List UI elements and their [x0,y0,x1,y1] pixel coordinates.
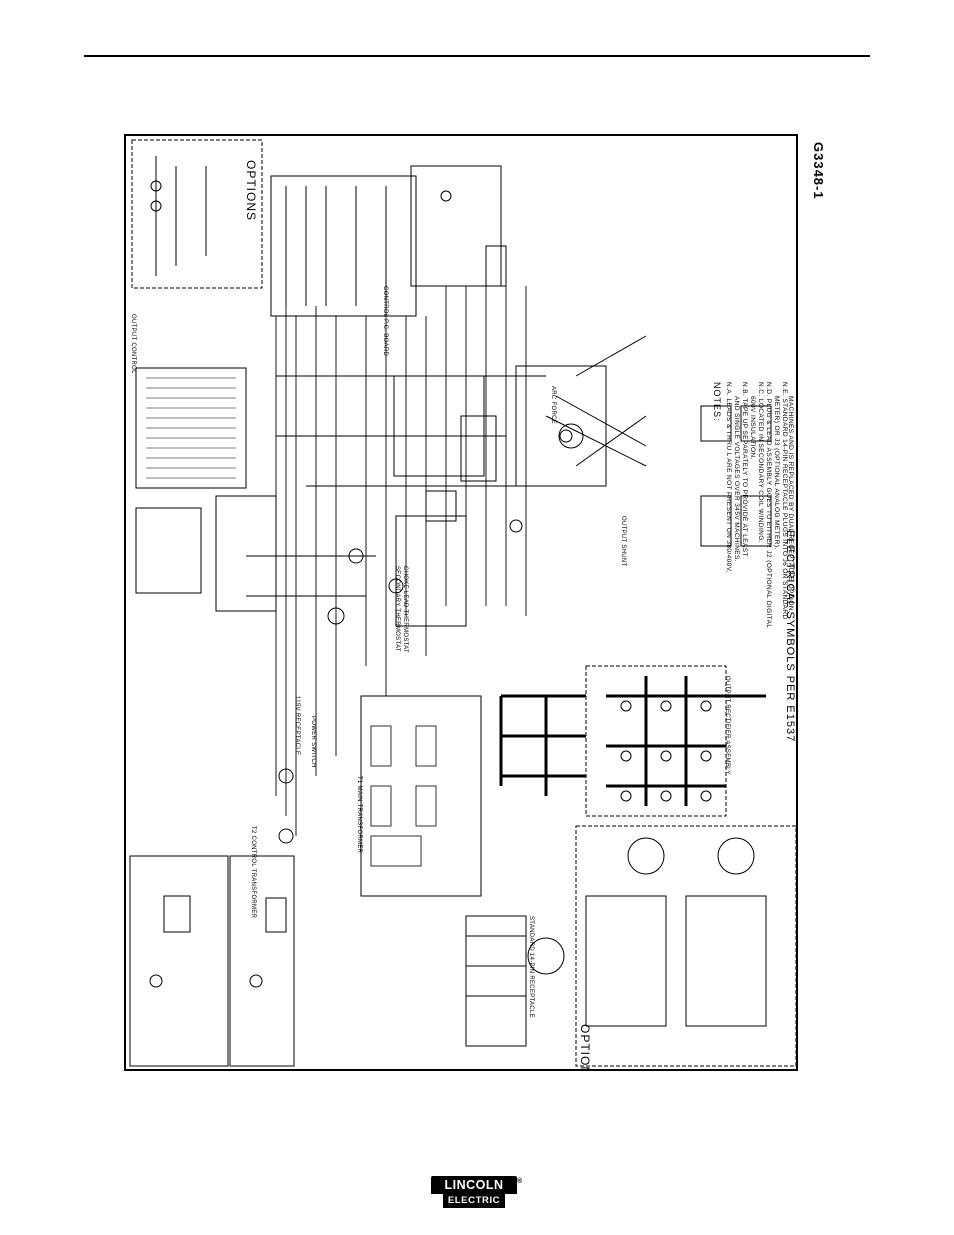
note-line: N.D. PLUG & LEAD ASSEMBLY GOES TO EITHER… [765,382,772,629]
registered-mark: ® [517,1178,523,1185]
schematic-drawing [129,139,796,1067]
t1-main-transformer [360,695,482,897]
note-line: METER) OR J3 (OPTIONAL ANALOG METER). [773,396,780,550]
component-label: OUTPUT SHUNT [620,516,626,567]
control-pc-board [270,175,417,317]
output-rectifier-assembly [585,665,727,817]
component-label: STANDARD 14-PIN RECEPTACLE [528,916,534,1018]
connector-block-j15 [135,367,247,489]
reconnect-box-single [229,855,295,1067]
drawing-number: G3348-1 [811,142,826,200]
component-label: OUTPUT CONTROL [130,314,136,374]
component-label: SECONDARY THERMOSTAT [394,566,400,652]
options-region-top [131,139,263,289]
electrical-symbols-note: ELECTRICAL SYMBOLS PER E1537 [784,530,796,743]
component-label: CONTROL P.C. BOARD [382,286,388,357]
options-region-bottom [575,825,796,1067]
note-line: AND SINGLE VOLTAGES OVER 345V MACHINES. [733,396,740,562]
note-line: N.A. LEADS & THRU L ARE NOT PRESENT ON 3… [725,382,732,574]
lincoln-electric-logo: LINCOLN ELECTRIC ® [431,1176,523,1210]
component-label: 115V RECEPTACLE [294,696,300,756]
note-line: 600V INSULATION. [749,396,756,460]
options-label-top: OPTIONS [244,160,258,222]
component-label: ARC FORCE [550,386,556,425]
pc-board-connectors [393,375,485,477]
component-label: POWER SWITCH [310,716,316,768]
component-label: T1 MAIN TRANSFORMER [356,776,362,854]
logo-top-text: LINCOLN [431,1176,517,1194]
component-label: OUTPUT RECTIFIER ASSEMBLY [724,676,730,775]
notes-title: NOTES: [712,382,722,422]
reconnect-box-dual [129,855,229,1067]
component-label: CHOKE LEAD THERMOSTAT [402,566,408,653]
logo-bottom-text: ELECTRIC [443,1194,505,1208]
wiring-diagram: OPTIONS OPTIONS NOTES: N.A. LEADS & THRU… [124,134,798,1071]
component-label: T2 CONTROL TRANSFORMER [250,826,256,919]
standard-receptacle-drawing [527,937,565,975]
options-label-bottom: OPTIONS [578,1024,592,1071]
note-line: N.C. LOCATED IN SECONDARY COIL WINDING. [757,382,764,543]
note-line: N.B. TAPE UP SEPARATELY TO PROVIDE AT LE… [741,382,748,557]
header-rule [84,55,870,57]
